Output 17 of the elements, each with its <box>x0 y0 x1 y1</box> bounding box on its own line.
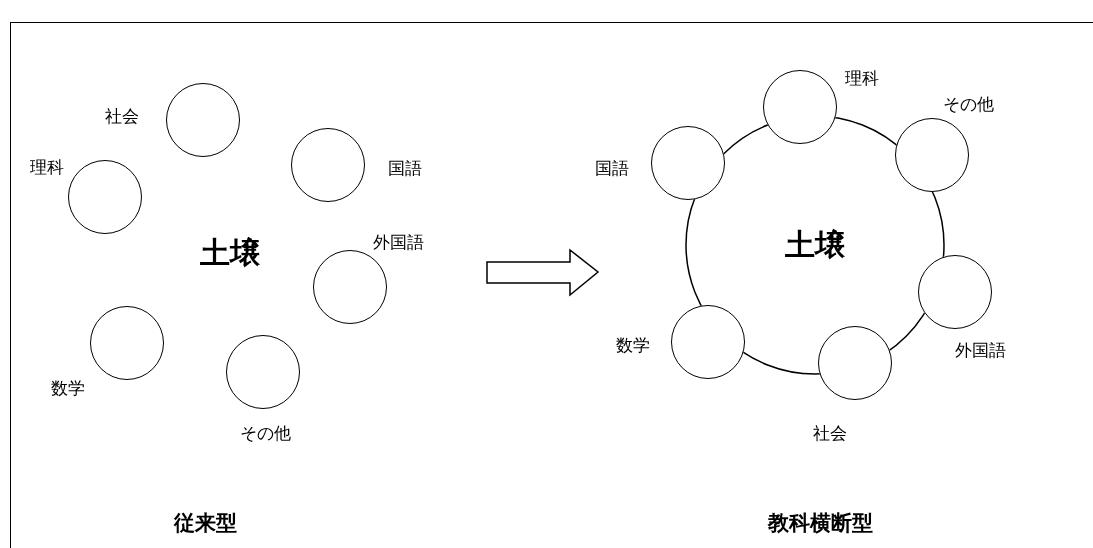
center-title: 土壌 <box>200 238 260 268</box>
subject-label: その他 <box>239 424 291 442</box>
type-caption: 従来型 <box>173 512 237 534</box>
subject-label: 国語 <box>595 159 629 177</box>
type-caption: 教科横断型 <box>767 512 873 534</box>
subject-label: 外国語 <box>372 233 424 251</box>
subject-label: 理科 <box>845 69 879 87</box>
subject-label: 理科 <box>30 158 64 176</box>
subject-label: 社会 <box>105 107 139 125</box>
soil-circle <box>685 115 945 375</box>
subject-label: 数学 <box>51 379 85 397</box>
subject-label: 数学 <box>616 336 650 354</box>
subject-label: 社会 <box>813 424 847 442</box>
subject-label: 国語 <box>388 159 422 177</box>
subject-label: その他 <box>942 95 994 113</box>
center-title: 土壌 <box>785 225 845 264</box>
subject-label: 外国語 <box>954 341 1006 359</box>
